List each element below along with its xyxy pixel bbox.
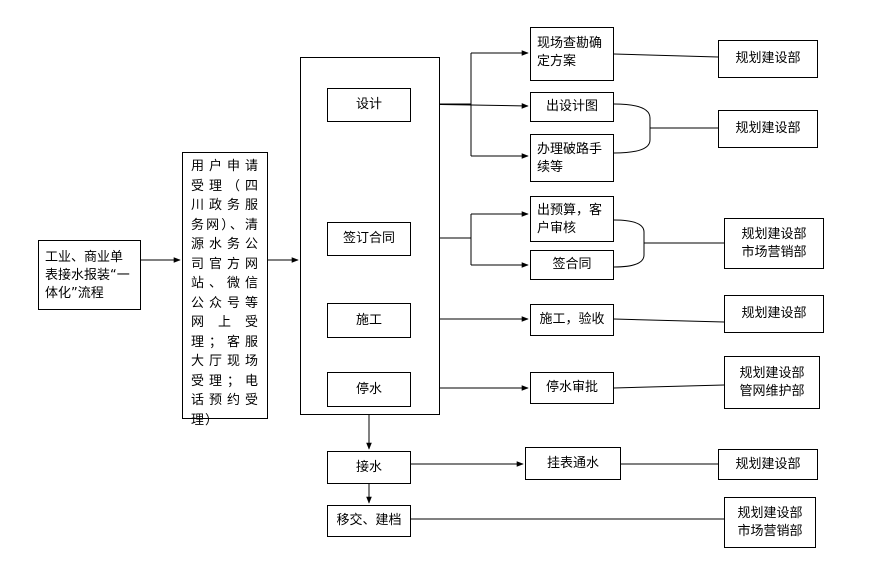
step-contract: 签订合同 — [327, 222, 411, 256]
step-handover: 移交、建档 — [327, 505, 411, 537]
task-survey-label: 现场查勘确定方案 — [537, 36, 603, 69]
step-construct: 施工 — [327, 303, 411, 338]
dept-d1: 规划建设部 — [718, 40, 818, 78]
step-design-label: 设计 — [355, 97, 382, 112]
task-road-permit: 办理破路手续等 — [530, 134, 614, 182]
dept-d6: 规划建设部 — [718, 449, 818, 480]
dept-d2: 规划建设部 — [718, 110, 818, 148]
step-stop-water-label: 停水 — [355, 381, 382, 397]
task-drawing-label: 出设计图 — [545, 99, 598, 114]
task-construct-accept-label: 施工，验收 — [539, 312, 605, 327]
step-design: 设计 — [327, 88, 411, 122]
task-budget-label: 出预算，客户审核 — [537, 203, 603, 236]
task-construct-accept: 施工，验收 — [530, 304, 614, 336]
step-handover-label: 移交、建档 — [336, 513, 402, 528]
task-meter-label: 挂表通水 — [546, 455, 599, 471]
task-drawing: 出设计图 — [530, 92, 614, 122]
acceptance-node: 用户申请受理（四川政务服务网）、清源水务公司官方网站、微信公众号等网上受理；客服… — [182, 152, 268, 428]
task-sign: 签合同 — [530, 250, 614, 280]
dept-d4: 规划建设部 — [724, 295, 824, 333]
step-connect-label: 接水 — [355, 459, 382, 475]
start-label: 工业、商业单表接水报装“一体化”流程 — [45, 250, 130, 301]
task-stop-approval: 停水审批 — [530, 372, 614, 404]
dept-d3: 规划建设部 市场营销部 — [724, 218, 824, 269]
step-construct-label: 施工 — [355, 312, 382, 328]
dept-d1-label: 规划建设部 — [735, 51, 801, 66]
step-contract-label: 签订合同 — [342, 231, 395, 246]
line-to-d4 — [613, 318, 725, 323]
start-node: 工业、商业单表接水报装“一体化”流程 — [38, 240, 141, 310]
task-meter: 挂表通水 — [525, 447, 621, 480]
step-connect: 接水 — [327, 451, 411, 484]
task-survey: 现场查勘确定方案 — [530, 27, 614, 81]
line-to-d5 — [613, 384, 725, 389]
task-road-permit-label: 办理破路手续等 — [537, 142, 603, 175]
task-budget: 出预算，客户审核 — [530, 196, 614, 242]
step-stop-water: 停水 — [327, 372, 411, 407]
bracket-budget-sign — [613, 219, 645, 268]
dept-d7-label: 规划建设部 市场营销部 — [737, 505, 803, 539]
dept-d3-label: 规划建设部 市场营销部 — [741, 226, 807, 260]
line-survey-to-d1 — [613, 53, 719, 58]
dept-d5-label: 规划建设部 管网维护部 — [739, 365, 805, 399]
dept-d7: 规划建设部 市场营销部 — [724, 497, 816, 548]
dept-d4-label: 规划建设部 — [741, 306, 807, 321]
task-stop-approval-label: 停水审批 — [545, 380, 598, 395]
dept-d2-label: 规划建设部 — [735, 121, 801, 136]
dept-d5: 规划建设部 管网维护部 — [724, 356, 820, 409]
task-sign-label: 签合同 — [552, 257, 592, 272]
dept-d6-label: 规划建设部 — [735, 456, 801, 472]
acceptance-label: 用户申请受理（四川政务服务网）、清源水务公司官方网站、微信公众号等网上受理；客服… — [191, 159, 259, 428]
bracket-drawing-road — [613, 103, 651, 154]
